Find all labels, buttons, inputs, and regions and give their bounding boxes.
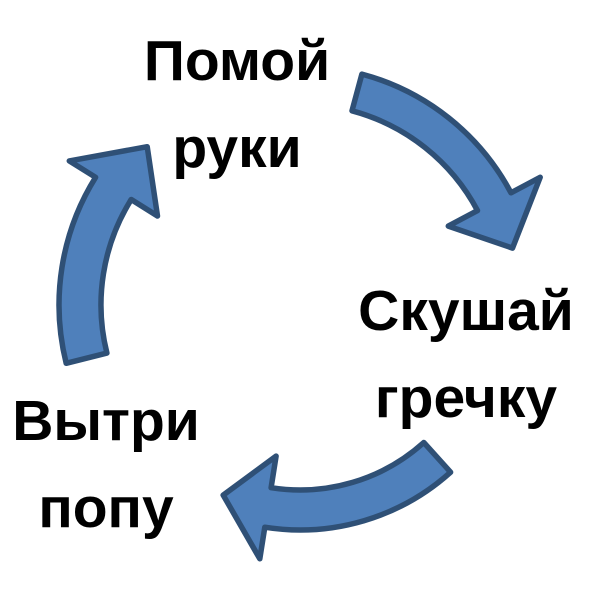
curved-arrow-wash-to-eat	[349, 71, 543, 251]
step-label-wipe: Вытри попу	[0, 378, 256, 552]
step-label-wash-line1: Помой	[143, 29, 331, 93]
step-label-wash: Помой руки	[87, 18, 387, 192]
curved-arrow-wipe-to-wash	[56, 143, 161, 367]
step-label-eat: Скушай гречку	[316, 268, 600, 442]
step-label-wipe-line1: Вытри	[12, 389, 200, 453]
step-label-eat-line1: Скушай	[358, 279, 574, 343]
step-label-wipe-line2: попу	[38, 476, 174, 540]
step-label-eat-line2: гречку	[374, 366, 558, 430]
step-label-wash-line2: руки	[172, 116, 302, 180]
curved-arrow-eat-to-wipe	[220, 439, 454, 562]
